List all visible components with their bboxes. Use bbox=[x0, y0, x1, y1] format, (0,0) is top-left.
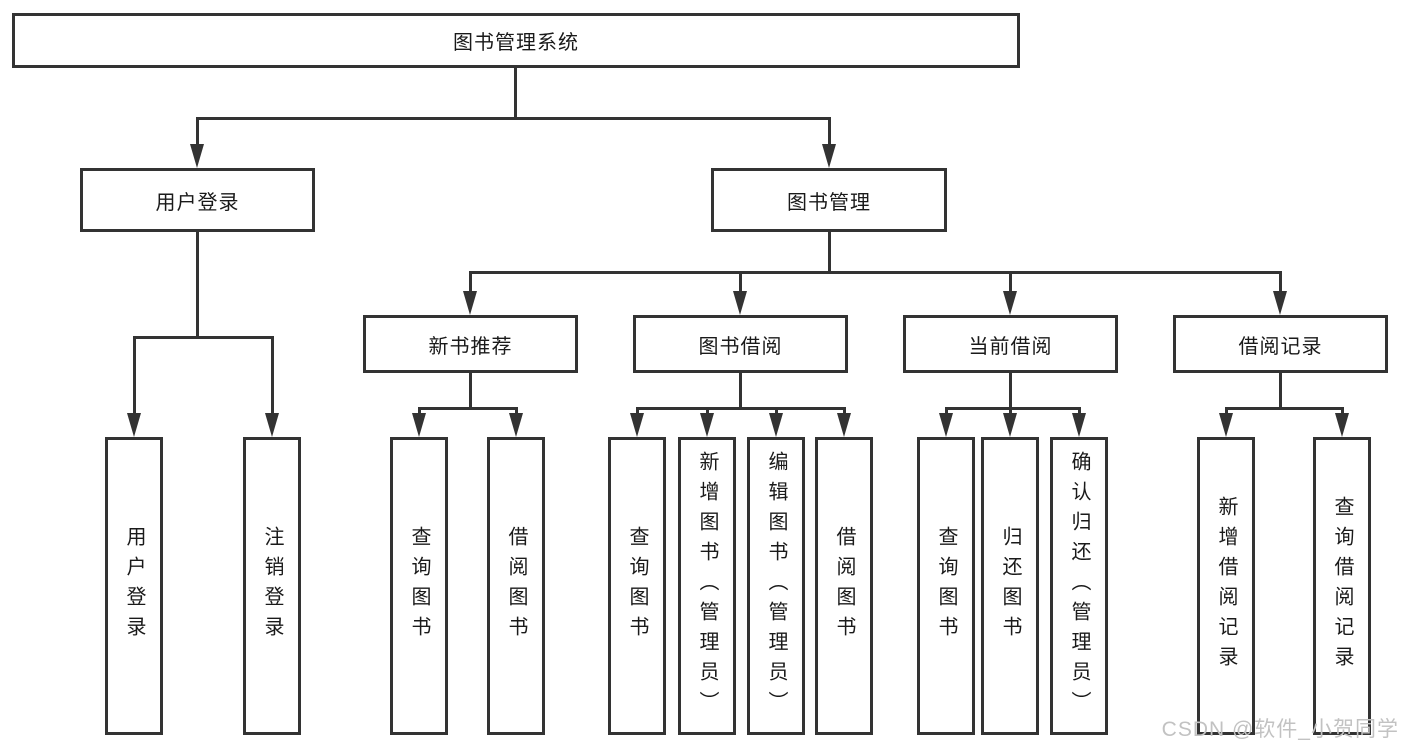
node-label: 查询图书 bbox=[626, 526, 648, 646]
arrowhead-to-records-query bbox=[1335, 413, 1349, 437]
arrowhead-to-bor-edit bbox=[769, 413, 783, 437]
connector-mgmt-stem bbox=[828, 232, 831, 274]
node-label: 查询借阅记录 bbox=[1331, 496, 1353, 676]
node-leaf-rec-query-books: 查询图书 bbox=[390, 437, 448, 735]
node-label: 用户登录 bbox=[123, 526, 145, 646]
connector-drop bbox=[636, 407, 639, 416]
connector-drop bbox=[1009, 407, 1012, 416]
node-label: 归还图书 bbox=[999, 526, 1021, 646]
connector-records-rail bbox=[1225, 407, 1344, 410]
node-leaf-query-borrow-record: 查询借阅记录 bbox=[1313, 437, 1371, 735]
node-label: 当前借阅 bbox=[968, 335, 1053, 358]
arrowhead-to-cur-query bbox=[939, 413, 953, 437]
csdn-watermark: CSDN @软件_小贺同学 bbox=[1161, 718, 1399, 741]
node-new-book-recommend: 新书推荐 bbox=[363, 315, 578, 373]
node-leaf-bor-borrow-books: 借阅图书 bbox=[815, 437, 873, 735]
node-borrow-records: 借阅记录 bbox=[1173, 315, 1388, 373]
connector-drop bbox=[1078, 407, 1081, 416]
connector-login-logout-drop bbox=[271, 336, 274, 415]
node-leaf-cur-confirm-return-admin: 确认归还（管理员） bbox=[1050, 437, 1108, 735]
arrowhead-to-login-logout bbox=[265, 413, 279, 437]
connector-recommend-stem bbox=[469, 373, 472, 409]
connector-borrow-drop bbox=[739, 271, 742, 293]
node-label: 图书管理系统 bbox=[453, 32, 579, 54]
node-label: 查询图书 bbox=[935, 526, 957, 646]
node-book-management: 图书管理 bbox=[711, 168, 947, 232]
node-label: 新书推荐 bbox=[428, 335, 513, 358]
connector-root-stem bbox=[514, 68, 517, 118]
arrowhead-to-bor-add bbox=[700, 413, 714, 437]
connector-drop bbox=[1225, 407, 1228, 416]
node-book-borrow: 图书借阅 bbox=[633, 315, 848, 373]
connector-mgmt-drop bbox=[828, 117, 831, 146]
connector-current-rail bbox=[945, 407, 1081, 410]
node-label: 用户登录 bbox=[155, 191, 240, 214]
arrowhead-to-records bbox=[1273, 291, 1287, 315]
node-label: 借阅记录 bbox=[1238, 335, 1323, 358]
connector-login-user-drop bbox=[133, 336, 136, 415]
node-leaf-logout: 注销登录 bbox=[243, 437, 301, 735]
node-leaf-bor-query-books: 查询图书 bbox=[608, 437, 666, 735]
arrowhead-to-login bbox=[190, 144, 204, 168]
node-label: 借阅图书 bbox=[833, 526, 855, 646]
node-leaf-bor-add-books-admin: 新增图书（管理员） bbox=[678, 437, 736, 735]
arrowhead-to-records-add bbox=[1219, 413, 1233, 437]
arrowhead-to-rec-query bbox=[412, 413, 426, 437]
connector-recommend-drop bbox=[469, 271, 472, 293]
node-leaf-cur-query-books: 查询图书 bbox=[917, 437, 975, 735]
connector-login-stem bbox=[196, 232, 199, 339]
node-leaf-rec-borrow-books: 借阅图书 bbox=[487, 437, 545, 735]
connector-records-drop bbox=[1279, 271, 1282, 293]
connector-recommend-rail bbox=[418, 407, 518, 410]
connector-drop bbox=[945, 407, 948, 416]
arrowhead-to-bor-query bbox=[630, 413, 644, 437]
node-label: 图书借阅 bbox=[698, 335, 783, 358]
connector-borrow-rail bbox=[636, 407, 846, 410]
connector-current-drop bbox=[1009, 271, 1012, 293]
connector-login-drop bbox=[196, 117, 199, 146]
node-library-management-system: 图书管理系统 bbox=[12, 13, 1020, 68]
node-label: 编辑图书（管理员） bbox=[765, 451, 787, 721]
connector-login-rail bbox=[133, 336, 274, 339]
arrowhead-to-bor-borrow bbox=[837, 413, 851, 437]
connector-drop bbox=[515, 407, 518, 416]
connector-current-stem bbox=[1009, 373, 1012, 409]
node-label: 注销登录 bbox=[261, 526, 283, 646]
connector-records-stem bbox=[1279, 373, 1282, 409]
node-user-login-group: 用户登录 bbox=[80, 168, 315, 232]
connector-level2-rail bbox=[196, 117, 831, 120]
node-label: 图书管理 bbox=[787, 191, 871, 214]
node-label: 查询图书 bbox=[408, 526, 430, 646]
node-leaf-add-borrow-record: 新增借阅记录 bbox=[1197, 437, 1255, 735]
connector-drop bbox=[775, 407, 778, 416]
node-label: 确认归还（管理员） bbox=[1068, 451, 1090, 721]
arrowhead-to-current bbox=[1003, 291, 1017, 315]
connector-level3-rail bbox=[469, 271, 1282, 274]
node-label: 借阅图书 bbox=[505, 526, 527, 646]
arrowhead-to-mgmt bbox=[822, 144, 836, 168]
node-leaf-user-login: 用户登录 bbox=[105, 437, 163, 735]
arrowhead-to-borrow bbox=[733, 291, 747, 315]
connector-drop bbox=[1341, 407, 1344, 416]
arrowhead-to-cur-confirm bbox=[1072, 413, 1086, 437]
connector-borrow-stem bbox=[739, 373, 742, 409]
connector-drop bbox=[706, 407, 709, 416]
node-leaf-bor-edit-books-admin: 编辑图书（管理员） bbox=[747, 437, 805, 735]
node-label: 新增图书（管理员） bbox=[696, 451, 718, 721]
connector-drop bbox=[843, 407, 846, 416]
arrowhead-to-rec-borrow bbox=[509, 413, 523, 437]
arrowhead-to-recommend bbox=[463, 291, 477, 315]
node-current-borrow: 当前借阅 bbox=[903, 315, 1118, 373]
connector-drop bbox=[418, 407, 421, 416]
node-label: 新增借阅记录 bbox=[1215, 496, 1237, 676]
arrowhead-to-cur-return bbox=[1003, 413, 1017, 437]
node-leaf-cur-return-books: 归还图书 bbox=[981, 437, 1039, 735]
arrowhead-to-login-user bbox=[127, 413, 141, 437]
